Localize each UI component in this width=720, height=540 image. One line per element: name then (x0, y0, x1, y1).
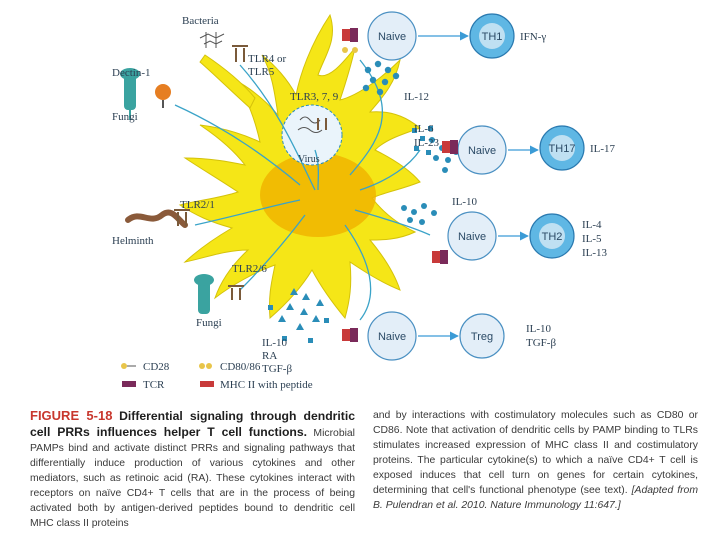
figure-title: Differential signaling through dendritic… (30, 409, 356, 439)
citation: [Adapted from B. Pulendran et al. 2010. … (373, 485, 698, 511)
cytokine-squares (412, 126, 433, 155)
label-il12: IL-12 (404, 91, 429, 103)
naive-label: Naive (378, 331, 406, 343)
signal-path (239, 64, 316, 191)
legend-cd28: CD28 (121, 361, 170, 373)
tlr-receptor-icon (174, 45, 327, 300)
fungi-icon-bottom (194, 274, 214, 314)
label-fungi-top: Fungi (112, 111, 138, 123)
effector-name: Treg (471, 331, 493, 343)
tcell-row-treg: Naive Treg IL-10 TGF-β (342, 311, 556, 361)
label-ra: RA (262, 350, 277, 362)
cytokine-label: IFN-γ (520, 31, 546, 43)
caption-body-right: and by interactions with costimulatory m… (373, 410, 698, 496)
nucleus (260, 153, 376, 237)
cytokine-label: TGF-β (526, 337, 556, 349)
dectin-receptor-icon (155, 84, 171, 108)
signal-path (354, 209, 431, 236)
tcr-mhc-synapse (342, 328, 358, 342)
figure-caption: FIGURE 5-18 Differential signaling throu… (30, 408, 698, 533)
signal-path (194, 199, 301, 226)
naive-cell (367, 311, 417, 361)
legend-mhc: MHC II with peptide (200, 379, 313, 391)
naive-label: Naive (468, 145, 496, 157)
tcr-mhc-synapse (442, 140, 458, 154)
legend: CD28 CD80/86 TCR MHC II with peptide (121, 361, 313, 391)
dendritic-cell (174, 13, 431, 321)
caption-column-right: and by interactions with costimulatory m… (373, 408, 698, 513)
cytokine-label: IL-13 (582, 247, 608, 259)
cytokine-label: IL-4 (582, 219, 602, 231)
tcell-row-th1: Naive TH1 IFN-γ (342, 11, 546, 61)
effector-name: TH2 (542, 231, 563, 243)
cytokine-label: IL-10 (526, 323, 552, 335)
naive-label: Naive (458, 231, 486, 243)
naive-cell (367, 11, 417, 61)
dendritic-cell-figure: Naive TH1 IFN-γ Naive TH17 IL-17 Naive T… (112, 11, 616, 391)
naive-label: Naive (378, 31, 406, 43)
cytokine-triangles (268, 288, 329, 343)
effector-name: TH1 (482, 31, 503, 43)
label-virus: Virus (298, 154, 320, 165)
signal-path (349, 59, 384, 176)
signal-path (359, 149, 421, 191)
figure-number: FIGURE 5-18 (30, 408, 113, 423)
label-helminth: Helminth (112, 235, 154, 247)
label-tlr4: TLR4 or (248, 53, 287, 65)
label-tlr5: TLR5 (248, 66, 275, 78)
helminth-icon (125, 209, 188, 228)
label-il10-bottom: IL-10 (262, 337, 288, 349)
signal-path (239, 214, 306, 291)
svg-text:CD80/86: CD80/86 (220, 361, 261, 373)
signal-path (314, 149, 320, 191)
label-il10-mid: IL-10 (452, 196, 478, 208)
label-tlr26: TLR2/6 (232, 263, 267, 275)
signal-path (344, 224, 372, 321)
label-tgfb-bottom: TGF-β (262, 363, 292, 375)
legend-tcr: TCR (122, 379, 165, 391)
svg-text:TCR: TCR (143, 379, 165, 391)
bacteria-icon (199, 32, 225, 48)
caption-body-left: Microbial PAMPs bind and activate distin… (30, 428, 355, 529)
effector-name: TH17 (549, 143, 576, 155)
naive-cell (447, 211, 497, 261)
caption-column-left: FIGURE 5-18 Differential signaling throu… (30, 408, 355, 531)
label-tlr379: TLR3, 7, 9 (290, 91, 339, 103)
cytokine-label: IL-17 (590, 143, 616, 155)
tcell-row-th2: Naive TH2 IL-4 IL-5 IL-13 (432, 211, 608, 264)
label-tlr21: TLR2/1 (180, 199, 215, 211)
effector-cell (459, 313, 505, 359)
label-dectin: Dectin-1 (112, 67, 150, 79)
legend-cd8086: CD80/86 (199, 361, 261, 373)
dendritic-cell-arm (199, 54, 256, 109)
label-bacteria: Bacteria (182, 15, 219, 27)
tcr-mhc-synapse (432, 250, 448, 264)
label-il23: IL-23 (414, 137, 440, 149)
signal-path (174, 104, 301, 186)
cytokine-label: IL-5 (582, 233, 602, 245)
svg-text:CD28: CD28 (143, 361, 170, 373)
label-il6: IL-6 (414, 123, 434, 135)
fungi-icon-top (120, 68, 140, 120)
label-fungi-bottom: Fungi (196, 317, 222, 329)
tcell-row-th17: Naive TH17 IL-17 (442, 125, 616, 175)
svg-text:MHC II with peptide: MHC II with peptide (220, 379, 313, 391)
tcr-mhc-synapse (342, 28, 358, 53)
